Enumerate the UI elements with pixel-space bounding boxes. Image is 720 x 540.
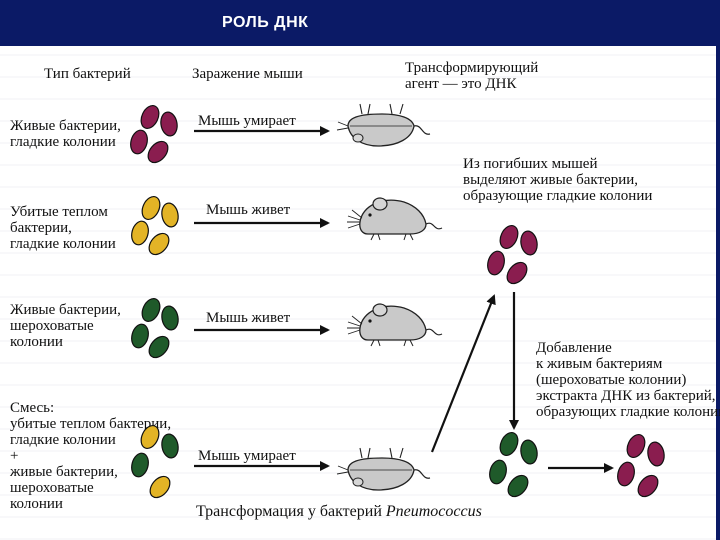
note-dna-addition: Добавление к живым бактериям (шероховаты… <box>536 340 720 420</box>
bacterium <box>617 461 635 487</box>
row-label-mixture: Смесь: убитые теплом бактерии, гладкие к… <box>10 400 172 512</box>
outcome-row-4: Мышь умирает <box>198 448 296 464</box>
bacterium <box>507 474 529 498</box>
header-bacteria-type: Тип бактерий <box>44 66 131 82</box>
live-mouse-row-2 <box>346 197 443 241</box>
bacterium <box>140 425 160 449</box>
row-label-live-rough: Живые бактерии, шероховатые колонии <box>10 302 121 350</box>
title-bar: РОЛЬ ДНК <box>0 0 720 46</box>
colony-group-row-4 <box>131 425 179 499</box>
bacterium <box>141 196 161 220</box>
dead-mouse-row-1 <box>336 103 431 147</box>
bacterium <box>140 105 160 129</box>
colony-group-transformed <box>617 434 665 498</box>
colony-group-row-3 <box>131 298 179 359</box>
bacterium <box>506 261 528 285</box>
bacterium <box>131 220 149 246</box>
slide-title: РОЛЬ ДНК <box>222 14 309 31</box>
bacterium <box>647 441 665 467</box>
row-label-heat-killed-smooth: Убитые теплом бактерии, гладкие колонии <box>10 204 116 252</box>
bacterium <box>499 225 519 249</box>
header-transforming-agent: Трансформирующий агент — это ДНК <box>405 60 539 92</box>
colony-group-rough-bottom <box>489 432 538 498</box>
bacterium <box>499 432 519 456</box>
right-border <box>716 46 720 540</box>
dead-mouse-row-4 <box>336 447 431 491</box>
bacterium <box>520 439 538 465</box>
bacterium <box>141 298 161 322</box>
outcome-row-2: Мышь живет <box>206 202 291 218</box>
bacterium <box>131 323 149 349</box>
bacterium <box>161 433 179 459</box>
bacterium <box>489 459 507 485</box>
bacterium <box>637 474 659 498</box>
row-label-live-smooth: Живые бактерии, гладкие колонии <box>10 118 121 150</box>
bacterium <box>147 140 169 164</box>
arrow-diagonal-to-isolated <box>430 294 496 453</box>
live-mouse-row-3 <box>346 303 443 347</box>
bacterium <box>130 129 148 155</box>
caption-italic: Pneumococcus <box>385 503 482 520</box>
colony-group-row-2 <box>131 196 179 256</box>
bacterium <box>161 305 179 331</box>
colony-group-row-1 <box>130 105 178 164</box>
colony-group-isolated <box>487 225 538 285</box>
bacterium <box>161 202 179 228</box>
bacterium <box>487 250 505 276</box>
bacterium <box>626 434 646 458</box>
bacterium <box>148 232 170 256</box>
bacterium <box>520 230 538 256</box>
bacterium <box>160 111 178 137</box>
caption-main: Трансформация у бактерий <box>196 503 386 520</box>
outcome-row-1: Мышь умирает <box>198 113 296 129</box>
bacterium <box>148 335 170 359</box>
bacterium <box>149 475 171 499</box>
outcome-row-3: Мышь живет <box>206 310 291 326</box>
figure-caption: Трансформация у бактерий Pneumococcus <box>196 504 482 520</box>
note-isolated-bacteria: Из погибших мышей выделяют живые бактери… <box>463 156 653 204</box>
header-mouse-infection: Заражение мыши <box>192 66 303 82</box>
bacterium <box>131 452 149 478</box>
